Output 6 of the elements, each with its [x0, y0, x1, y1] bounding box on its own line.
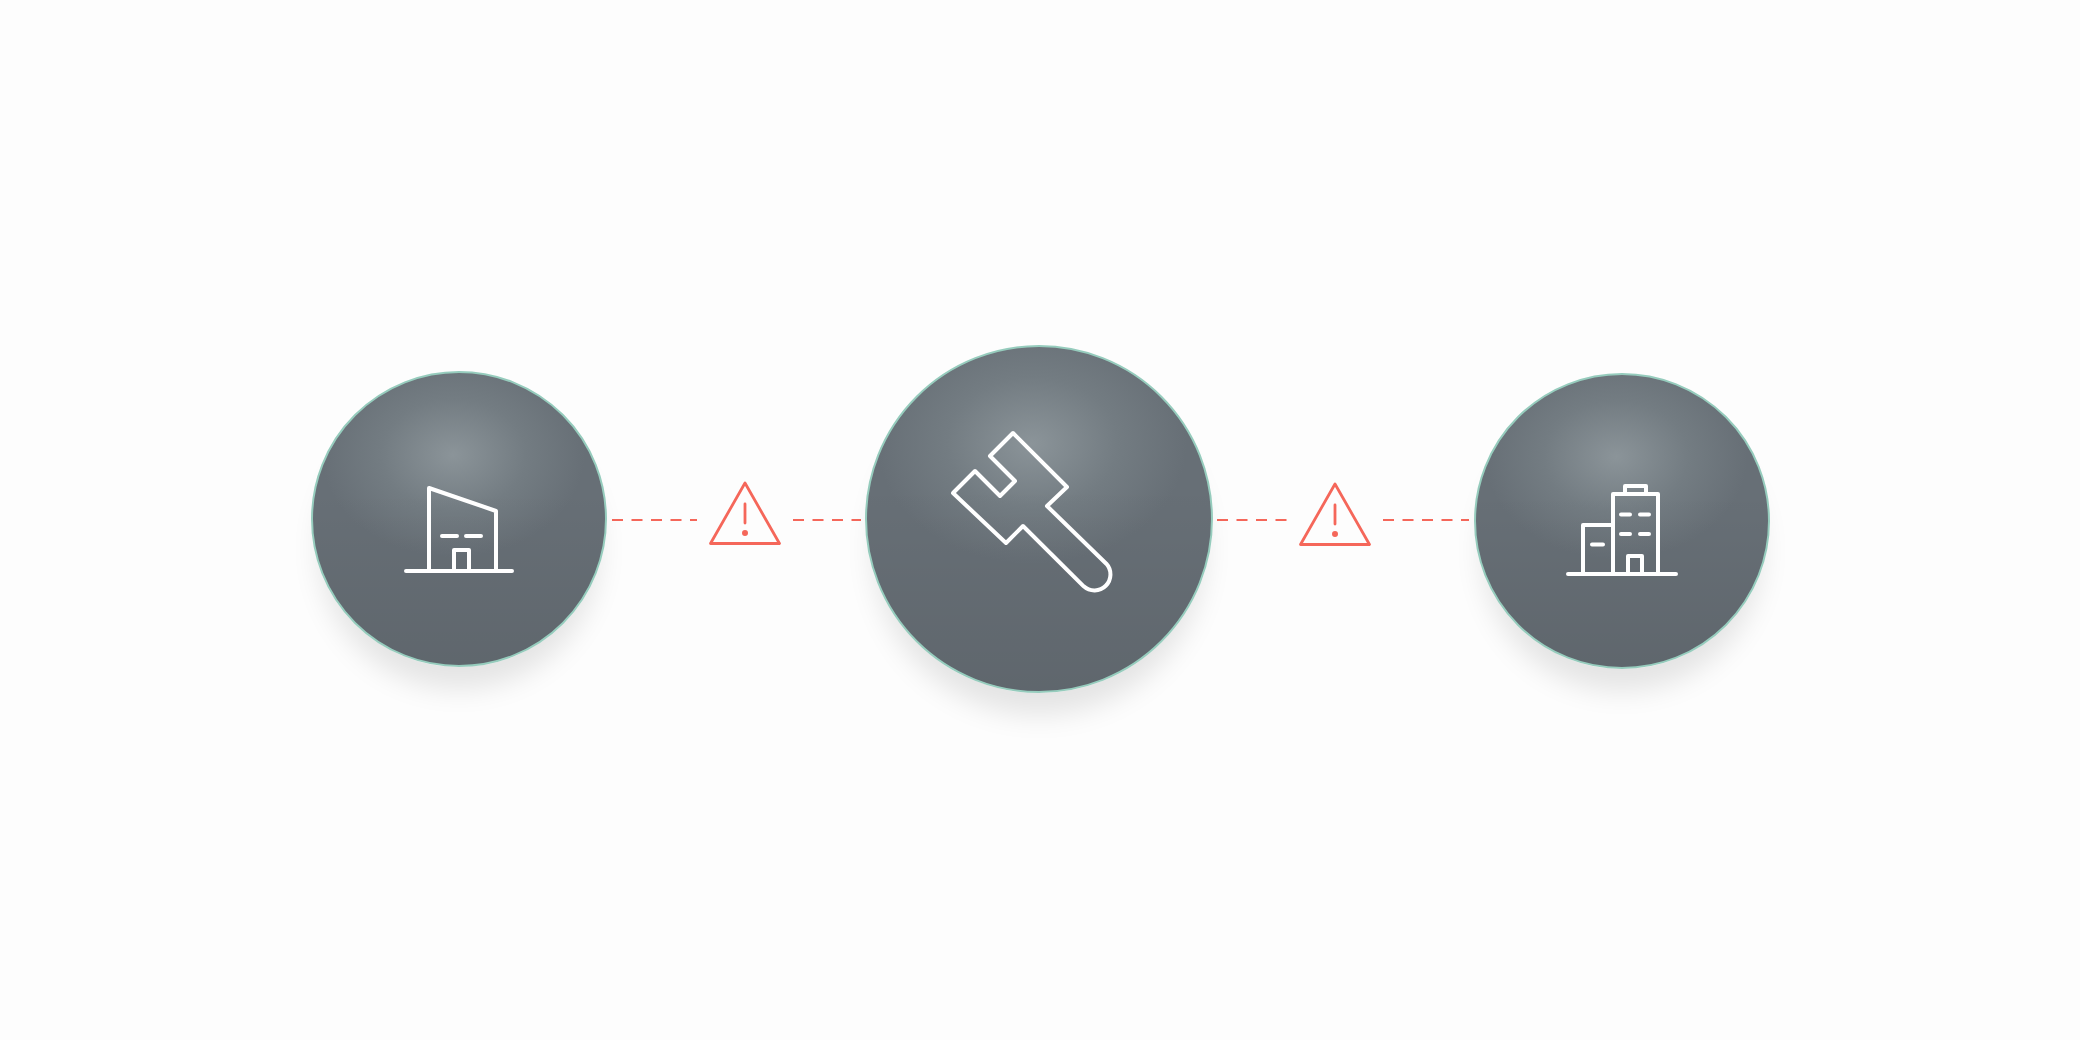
dashed-connector: [793, 518, 861, 522]
dashed-connector: [612, 518, 697, 522]
warning-icon: [1298, 481, 1372, 547]
dashed-connector: [1383, 518, 1469, 522]
warning-icon: [708, 480, 782, 546]
dashed-connector: [1217, 518, 1287, 522]
